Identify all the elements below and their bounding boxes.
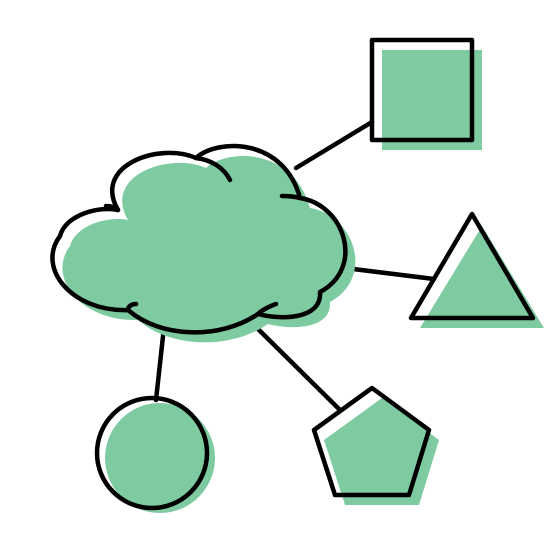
cloud-accent-top: [193, 155, 233, 183]
square-outline: [369, 37, 475, 143]
cloud-icon: [50, 143, 356, 343]
connector-cloud-to-pentagon: [253, 324, 343, 413]
square-icon: [369, 37, 482, 150]
connector-lines: [153, 119, 437, 413]
triangle-outline: [408, 211, 536, 321]
cloud-accent-bottom-right: [255, 301, 279, 317]
connector-cloud-to-triangle: [342, 265, 437, 282]
cloud-accent-right: [279, 193, 303, 201]
cloud-shadow: [62, 156, 356, 343]
cloud-accent-bottom-left: [125, 301, 139, 313]
circle-shadow: [105, 403, 215, 513]
cloud-accent-strokes: [103, 155, 303, 317]
circle-outline: [94, 395, 210, 511]
square-shadow: [382, 50, 482, 150]
cloud-accent-left: [103, 203, 121, 213]
triangle-icon: [408, 211, 544, 328]
connector-cloud-to-circle: [153, 324, 167, 403]
triangle-shadow: [420, 226, 544, 328]
pentagon-icon: [311, 385, 439, 505]
pentagon-shadow: [324, 398, 439, 505]
connector-cloud-to-square: [293, 119, 375, 171]
circle-icon: [94, 395, 215, 513]
pentagon-outline: [311, 385, 432, 498]
